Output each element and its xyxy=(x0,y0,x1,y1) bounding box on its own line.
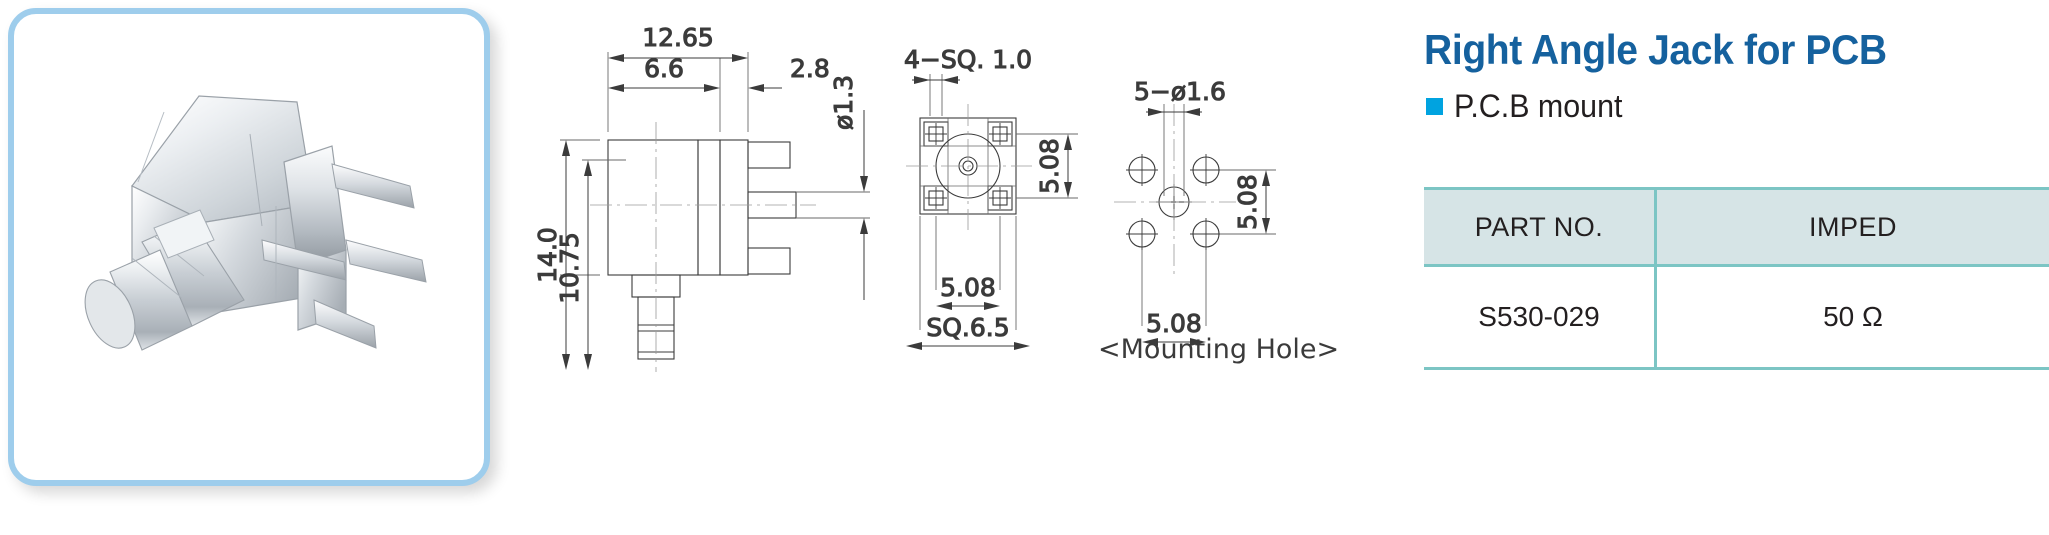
dim-label-hole-dia: 5−ø1.6 xyxy=(1134,77,1226,106)
dim-front-horizontal-pitch xyxy=(936,302,1000,310)
dim-label-hole-vertical-pitch: 5.08 xyxy=(1233,174,1262,230)
dim-body-square xyxy=(906,342,1030,350)
dim-label-body-square: SQ.6.5 xyxy=(926,313,1009,342)
product-info-panel: Right Angle Jack for PCB P.C.B mount PAR… xyxy=(1424,0,2049,535)
front-view-geometry xyxy=(906,104,1032,230)
dim-hole-vertical-pitch xyxy=(1262,170,1270,234)
table-header: PART NO. IMPED xyxy=(1424,187,2049,267)
product-photo-stage xyxy=(14,14,484,480)
dim-label-hole-horizontal-pitch: 5.08 xyxy=(1146,309,1202,338)
dim-front-vertical-pitch xyxy=(1064,134,1072,198)
dim-label-pin-dia: ø1.3 xyxy=(829,75,858,130)
dim-12-65 xyxy=(608,54,748,62)
table-header-row: PART NO. IMPED xyxy=(1424,187,2049,267)
connector-illustration xyxy=(84,95,427,351)
dim-label-front-horizontal-pitch: 5.08 xyxy=(940,273,996,302)
connector-center-contact xyxy=(153,209,215,259)
dim-14-0 xyxy=(562,140,570,370)
dim-label-overall-width: 12.65 xyxy=(642,23,714,52)
dim-label-body-width: 6.6 xyxy=(644,54,684,83)
mounting-hole-extension-lines xyxy=(1141,104,1276,326)
table-row: S530-029 50 Ω xyxy=(1424,265,2049,370)
feature-list-item: P.C.B mount xyxy=(1426,88,1631,125)
side-view-extension-lines xyxy=(560,52,870,276)
front-view-extension-lines xyxy=(919,74,1078,330)
dim-label-overall-height: 14.0 xyxy=(533,227,562,283)
dim-6-6 xyxy=(608,84,720,92)
technical-drawing: 12.65 6.6 2.8 14.0 xyxy=(520,0,1400,420)
square-bullet-icon xyxy=(1426,98,1443,115)
dim-10-75 xyxy=(584,160,592,370)
dim-label-pin-square: 4−SQ. 1.0 xyxy=(904,45,1032,74)
table-body: S530-029 50 Ω xyxy=(1424,265,2049,370)
cell-imped: 50 Ω xyxy=(1654,265,2049,370)
dim-pin-square xyxy=(912,76,960,84)
dim-2-8 xyxy=(748,84,782,92)
specification-table: PART NO. IMPED S530-029 50 Ω xyxy=(1424,187,2049,370)
dim-hole-horizontal-pitch xyxy=(1142,338,1206,346)
dim-pin-dia xyxy=(860,110,868,300)
dim-hole-dia xyxy=(1146,108,1202,116)
connector-pcb-pins xyxy=(261,163,427,349)
dim-label-tail: 2.8 xyxy=(790,54,830,83)
dim-label-front-vertical-pitch: 5.08 xyxy=(1035,138,1064,194)
column-header-imped: IMPED xyxy=(1654,187,2049,267)
side-view-geometry xyxy=(590,122,816,372)
page-title: Right Angle Jack for PCB xyxy=(1424,26,1887,73)
cell-part-no: S530-029 xyxy=(1424,265,1656,370)
feature-label: P.C.B mount xyxy=(1454,88,1623,124)
column-header-part-no: PART NO. xyxy=(1424,187,1656,267)
product-photo-frame xyxy=(8,8,490,486)
mounting-hole-geometry xyxy=(1114,104,1236,276)
mounting-hole-caption: <Mounting Hole> xyxy=(1098,334,1339,365)
dim-label-body-height: 10.75 xyxy=(555,232,584,304)
